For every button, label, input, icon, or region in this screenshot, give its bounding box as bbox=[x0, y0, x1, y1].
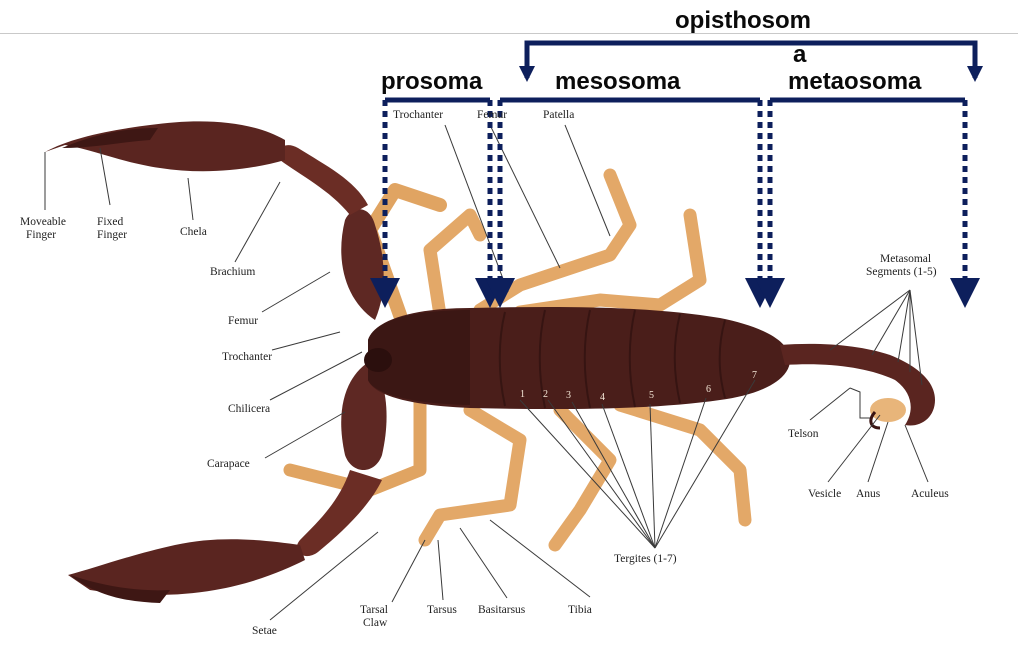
tergite-number: 3 bbox=[566, 390, 571, 401]
setae-label: Setae bbox=[252, 625, 277, 637]
aculeus-label: Aculeus bbox=[911, 488, 949, 500]
anus-label: Anus bbox=[856, 488, 881, 500]
tergite-number: 6 bbox=[706, 384, 711, 395]
tergite-number: 7 bbox=[752, 370, 757, 381]
femur-label-top: Femur bbox=[477, 109, 507, 121]
tergite-number: 5 bbox=[649, 390, 654, 401]
opisthosoma-label-wrap: a bbox=[793, 41, 807, 68]
tergite-number: 2 bbox=[543, 389, 548, 400]
tarsus-label: Tarsus bbox=[427, 604, 457, 616]
scorpion-body bbox=[364, 307, 790, 409]
tibia-label: Tibia bbox=[568, 604, 592, 616]
femur-label-left: Femur bbox=[228, 315, 258, 327]
metasoma-label: metaosoma bbox=[788, 68, 922, 95]
basitarsus-label: Basitarsus bbox=[478, 604, 526, 616]
tarsal-claw-label-2: Claw bbox=[363, 617, 388, 629]
telson-label: Telson bbox=[788, 428, 819, 440]
chilicera-label: Chilicera bbox=[228, 403, 270, 415]
trochanter-label-left: Trochanter bbox=[222, 351, 272, 363]
patella-label: Patella bbox=[543, 109, 574, 121]
opisthosoma-label: opisthosom bbox=[675, 7, 811, 34]
metasomal-segments-label: Metasomal bbox=[880, 253, 931, 265]
trochanter-label-top: Trochanter bbox=[393, 109, 443, 121]
upper-pedipalp bbox=[45, 121, 384, 320]
tarsal-claw-label: Tarsal bbox=[360, 604, 388, 616]
tergite-number: 1 bbox=[520, 389, 525, 400]
tergite-number: 4 bbox=[600, 392, 605, 403]
tergites-label: Tergites (1-7) bbox=[614, 553, 677, 565]
moveable-finger-label-2: Finger bbox=[26, 229, 56, 241]
chela-label: Chela bbox=[180, 226, 207, 238]
fixed-finger-label-2: Finger bbox=[97, 229, 127, 241]
mesosoma-label: mesosoma bbox=[555, 68, 681, 95]
moveable-finger-label: Moveable bbox=[20, 216, 66, 228]
prosoma-label: prosoma bbox=[381, 68, 483, 95]
fixed-finger-label: Fixed bbox=[97, 216, 123, 228]
metasomal-segments-label-2: Segments (1-5) bbox=[866, 266, 937, 278]
vesicle-label: Vesicle bbox=[808, 488, 841, 500]
carapace-label: Carapace bbox=[207, 458, 250, 470]
brachium-label: Brachium bbox=[210, 266, 255, 278]
scorpion-tail bbox=[780, 344, 935, 428]
